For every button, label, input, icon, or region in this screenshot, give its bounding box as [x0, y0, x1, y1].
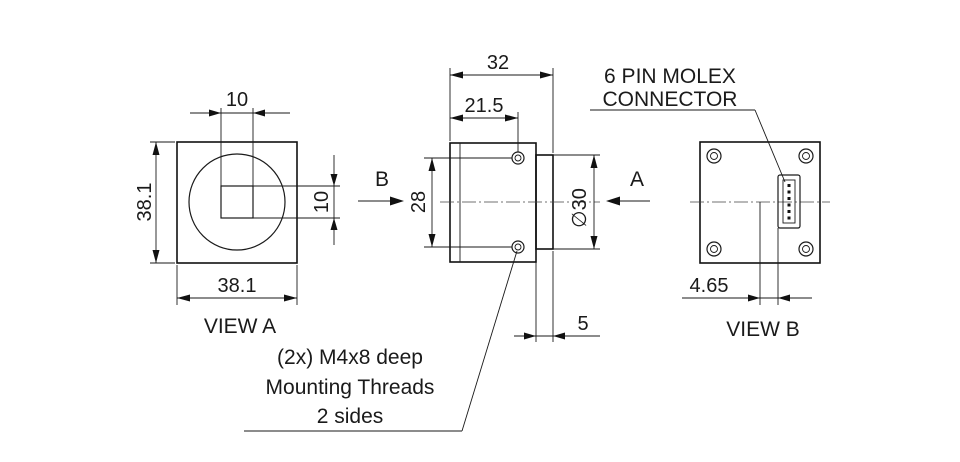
view-b: 4.65 6 PIN MOLEX CONNECTOR VIEW B	[590, 65, 830, 341]
view-a: 38.1 38.1 10 10 VIEW A	[134, 89, 340, 338]
view-b-arrow-label: B	[375, 168, 389, 191]
view-a-arrow-label: A	[630, 168, 644, 191]
threads-note: (2x) M4x8 deep Mounting Threads 2 sides	[244, 250, 518, 432]
molex-connector	[777, 174, 801, 229]
view-b-screw-top-right	[798, 148, 814, 164]
view-a-sensor-width-dim: 10	[226, 89, 248, 111]
mounting-hole-bottom	[511, 240, 525, 254]
side-view-length-dim: 32	[487, 52, 509, 74]
threads-note-line1: (2x) M4x8 deep	[277, 346, 423, 369]
view-b-connector-offset-dim: 4.65	[690, 275, 729, 297]
view-b-screw-bottom-left	[706, 241, 722, 257]
molex-connector-pins	[787, 184, 791, 220]
side-view-hole-offset-dim: 21.5	[465, 95, 504, 117]
side-view-flange-diameter-dim: ∅30	[569, 188, 591, 228]
view-b-label: VIEW B	[726, 318, 800, 341]
side-view: 32 21.5 28 ∅30 5	[408, 52, 600, 342]
view-b-screw-bottom-right	[798, 241, 814, 257]
side-view-flange-depth-dim: 5	[577, 313, 588, 335]
view-a-label: VIEW A	[204, 315, 276, 338]
connector-note-line2: CONNECTOR	[603, 88, 738, 111]
view-b-screw-top-left	[706, 148, 722, 164]
view-a-height-dim: 38.1	[134, 183, 156, 222]
threads-note-line2: Mounting Threads	[266, 376, 435, 399]
view-a-body	[176, 141, 298, 264]
view-a-direction-arrow: A	[606, 168, 650, 206]
view-b-direction-arrow: B	[358, 168, 404, 206]
mounting-hole-top	[511, 151, 525, 165]
view-a-sensor	[220, 185, 254, 219]
threads-note-line3: 2 sides	[317, 405, 384, 428]
view-a-lens-mount	[188, 153, 286, 251]
view-a-sensor-height-dim: 10	[311, 191, 333, 213]
side-view-hole-spacing-dim: 28	[408, 191, 430, 213]
connector-note-line1: 6 PIN MOLEX	[604, 65, 736, 88]
view-a-width-dim: 38.1	[218, 275, 257, 297]
